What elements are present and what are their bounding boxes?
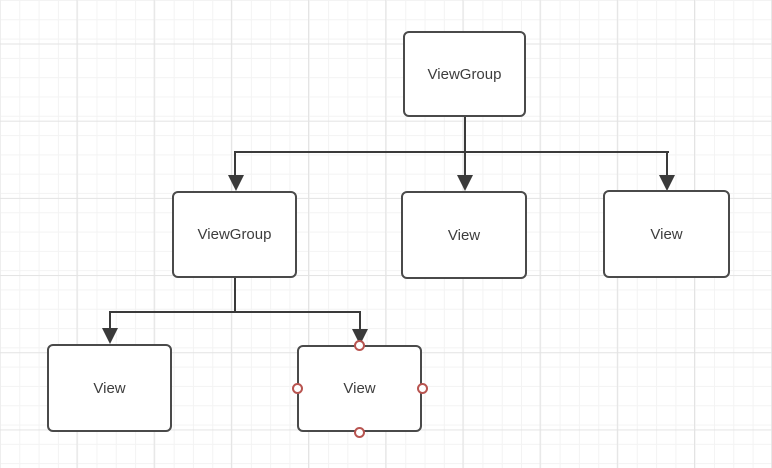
- node-label: View: [650, 225, 683, 243]
- node-viewgroup-root[interactable]: ViewGroup: [403, 31, 526, 117]
- connection-handle-left[interactable]: [291, 383, 303, 394]
- node-view-middle[interactable]: View: [401, 191, 527, 279]
- node-view-bottom-right[interactable]: View: [297, 345, 422, 432]
- edge-root-crossbar[interactable]: [233, 151, 669, 153]
- node-label: View: [93, 379, 126, 397]
- node-label: View: [343, 380, 376, 397]
- node-label: ViewGroup: [197, 226, 272, 243]
- edge-child-crossbar[interactable]: [108, 311, 361, 313]
- node-label: View: [447, 226, 481, 244]
- edge-child-to-view-bottom-left[interactable]: [108, 311, 111, 329]
- edge-root-to-view-middle[interactable]: [463, 151, 466, 177]
- arrowhead-icon: [101, 328, 118, 344]
- edge-child-to-view-bottom-right[interactable]: [358, 311, 361, 329]
- arrowhead-icon: [456, 175, 473, 191]
- edge-root-trunk[interactable]: [463, 117, 466, 153]
- edge-root-to-view-right[interactable]: [665, 151, 668, 177]
- node-viewgroup-child[interactable]: ViewGroup: [172, 191, 297, 278]
- arrowhead-icon: [658, 175, 675, 191]
- edge-child-trunk[interactable]: [233, 278, 236, 313]
- node-view-right[interactable]: View: [603, 190, 730, 278]
- connection-handle-top[interactable]: [354, 339, 365, 351]
- node-view-bottom-left[interactable]: View: [47, 344, 172, 432]
- node-label: ViewGroup: [427, 65, 502, 83]
- connection-handle-right[interactable]: [416, 383, 428, 394]
- edge-root-to-viewgroup-child[interactable]: [233, 151, 236, 177]
- arrowhead-icon: [227, 175, 244, 191]
- connection-handle-bottom[interactable]: [354, 426, 365, 438]
